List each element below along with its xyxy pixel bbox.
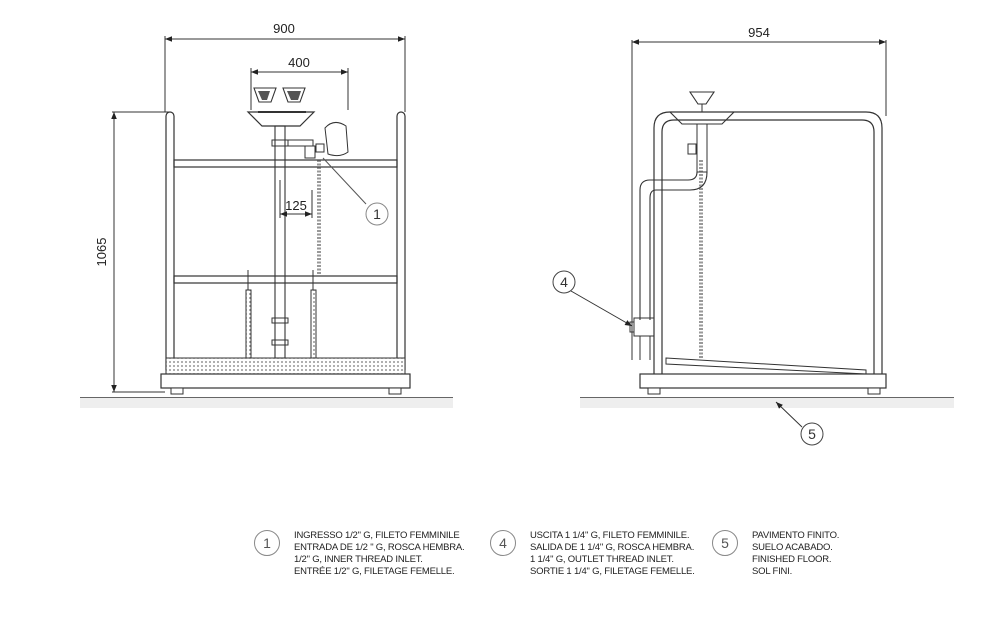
callout-4: 4	[560, 274, 568, 290]
legend-line: PAVIMENTO FINITO.	[752, 530, 840, 541]
side-view	[552, 39, 954, 446]
legend-line: USCITA 1 1/4" G, FILETO FEMMINILE.	[530, 530, 690, 541]
legend-number-5: 5	[712, 530, 738, 556]
dim-pipe-offset: 125	[285, 198, 307, 213]
callout-1: 1	[373, 206, 381, 222]
legend-number-4: 4	[490, 530, 516, 556]
legend-line: INGRESSO 1/2" G, FILETO FEMMINILE	[294, 530, 460, 541]
dim-front-width: 900	[273, 21, 295, 36]
legend-number-1: 1	[254, 530, 280, 556]
legend-line: ENTRADA DE 1/2 " G, ROSCA HEMBRA.	[294, 542, 465, 553]
legend-line: 1/2" G, INNER THREAD INLET.	[294, 554, 423, 565]
legend-line: SORTIE 1 1/4" G, FILETAGE FEMELLE.	[530, 566, 695, 577]
legend-item-5: 5 PAVIMENTO FINITO. SUELO ACABADO. FINIS…	[712, 530, 839, 578]
legend-line: FINISHED FLOOR.	[752, 554, 832, 565]
legend-line: 1 1/4" G, OUTLET THREAD INLET.	[530, 554, 674, 565]
legend-line: SOL FINI.	[752, 566, 793, 577]
legend-line: SUELO ACABADO.	[752, 542, 833, 553]
legend-text-1: INGRESSO 1/2" G, FILETO FEMMINILE ENTRAD…	[294, 530, 465, 578]
legend-item-4: 4 USCITA 1 1/4" G, FILETO FEMMINILE. SAL…	[490, 530, 695, 578]
dim-basin-width: 400	[288, 55, 310, 70]
dim-side-width: 954	[748, 25, 770, 40]
legend-text-4: USCITA 1 1/4" G, FILETO FEMMINILE. SALID…	[530, 530, 695, 578]
legend-text-5: PAVIMENTO FINITO. SUELO ACABADO. FINISHE…	[752, 530, 839, 578]
legend-item-1: 1 INGRESSO 1/2" G, FILETO FEMMINILE ENTR…	[254, 530, 465, 578]
dim-height: 1065	[94, 238, 109, 267]
legend-line: SALIDA DE 1 1/4" G, ROSCA HEMBRA.	[530, 542, 695, 553]
front-view	[80, 36, 453, 408]
legend-line: ENTRÉE 1/2" G, FILETAGE FEMELLE.	[294, 566, 455, 577]
callout-5: 5	[808, 426, 816, 442]
